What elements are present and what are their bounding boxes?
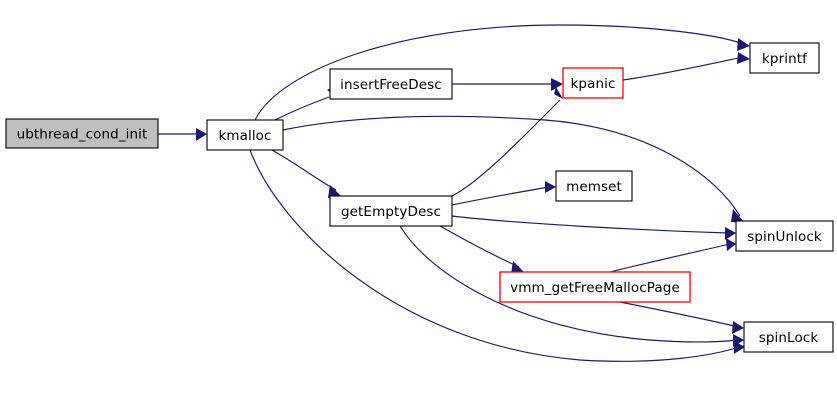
arrowhead-icon bbox=[737, 52, 750, 64]
node-memset[interactable]: memset bbox=[555, 170, 633, 202]
node-label-spinLock: spinLock bbox=[759, 330, 819, 346]
node-box-kpanic[interactable] bbox=[562, 67, 624, 99]
edge-layer bbox=[158, 24, 744, 362]
node-label-kpanic: kpanic bbox=[571, 76, 616, 92]
node-kprintf[interactable]: kprintf bbox=[749, 42, 820, 74]
arrowhead-icon bbox=[328, 185, 342, 198]
node-box-insertFreeDesc[interactable] bbox=[329, 68, 453, 100]
node-label-kprintf: kprintf bbox=[762, 51, 808, 67]
node-box-spinLock[interactable] bbox=[743, 321, 834, 353]
node-ubthread_cond_init[interactable]: ubthread_cond_init bbox=[5, 118, 159, 149]
arrowhead-icon bbox=[196, 128, 207, 141]
edge-kmalloc-to-getEmptyDesc bbox=[271, 149, 337, 191]
node-label-spinUnlock: spinUnlock bbox=[747, 229, 822, 245]
edge-kmalloc-to-kprintf bbox=[254, 24, 744, 121]
node-kpanic[interactable]: kpanic bbox=[562, 67, 624, 99]
edge-getEmptyDesc-to-spinUnlock bbox=[451, 215, 730, 234]
node-vmm_getFreeMallocPage[interactable]: vmm_getFreeMallocPage bbox=[499, 271, 691, 303]
node-label-ubthread_cond_init: ubthread_cond_init bbox=[17, 127, 148, 143]
edge-getEmptyDesc-to-spinLock bbox=[399, 225, 739, 343]
edge-getEmptyDesc-to-memset bbox=[451, 186, 550, 206]
node-box-spinUnlock[interactable] bbox=[735, 220, 834, 252]
edge-getEmptyDesc-to-kpanic bbox=[451, 99, 561, 197]
edge-vmm_getFreeMallocPage-to-spinLock bbox=[619, 301, 739, 328]
node-box-ubthread_cond_init[interactable] bbox=[5, 118, 159, 149]
arrowhead-icon bbox=[737, 38, 750, 51]
node-insertFreeDesc[interactable]: insertFreeDesc bbox=[329, 68, 453, 100]
arrowhead-icon bbox=[545, 181, 556, 193]
arrowhead-icon bbox=[734, 341, 745, 354]
node-layer: ubthread_cond_init kmalloc insertFreeDesc k… bbox=[5, 42, 834, 353]
node-label-kmalloc: kmalloc bbox=[218, 128, 271, 144]
node-spinLock[interactable]: spinLock bbox=[743, 321, 834, 353]
edge-getEmptyDesc-to-vmm_getFreeMallocPage bbox=[439, 225, 520, 268]
node-label-getEmptyDesc: getEmptyDesc bbox=[341, 204, 441, 220]
node-label-memset: memset bbox=[566, 179, 622, 195]
node-getEmptyDesc[interactable]: getEmptyDesc bbox=[329, 195, 453, 227]
arrowhead-icon bbox=[731, 209, 745, 223]
arrowhead-icon bbox=[554, 87, 563, 99]
arrowhead-icon bbox=[511, 261, 525, 274]
arrowhead-icon bbox=[551, 78, 563, 91]
node-box-kmalloc[interactable] bbox=[206, 119, 284, 151]
node-spinUnlock[interactable]: spinUnlock bbox=[735, 220, 834, 252]
node-box-vmm_getFreeMallocPage[interactable] bbox=[499, 271, 691, 303]
arrowhead-icon bbox=[726, 238, 736, 251]
node-label-insertFreeDesc: insertFreeDesc bbox=[340, 77, 442, 93]
node-kmalloc[interactable]: kmalloc bbox=[206, 119, 284, 151]
arrowhead-layer bbox=[196, 38, 750, 354]
edge-kmalloc-to-spinLock bbox=[249, 149, 740, 362]
node-label-vmm_getFreeMallocPage: vmm_getFreeMallocPage bbox=[510, 280, 680, 296]
edge-kmalloc-to-insertFreeDesc bbox=[274, 96, 330, 121]
arrowhead-icon bbox=[732, 321, 744, 334]
node-box-memset[interactable] bbox=[555, 170, 633, 202]
edge-vmm_getFreeMallocPage-to-spinUnlock bbox=[609, 243, 731, 273]
edge-kmalloc-to-spinUnlock bbox=[282, 115, 741, 217]
node-box-getEmptyDesc[interactable] bbox=[329, 195, 453, 227]
arrowhead-icon bbox=[725, 227, 736, 240]
node-box-kprintf[interactable] bbox=[749, 42, 820, 74]
edge-kpanic-to-kprintf bbox=[622, 56, 744, 81]
